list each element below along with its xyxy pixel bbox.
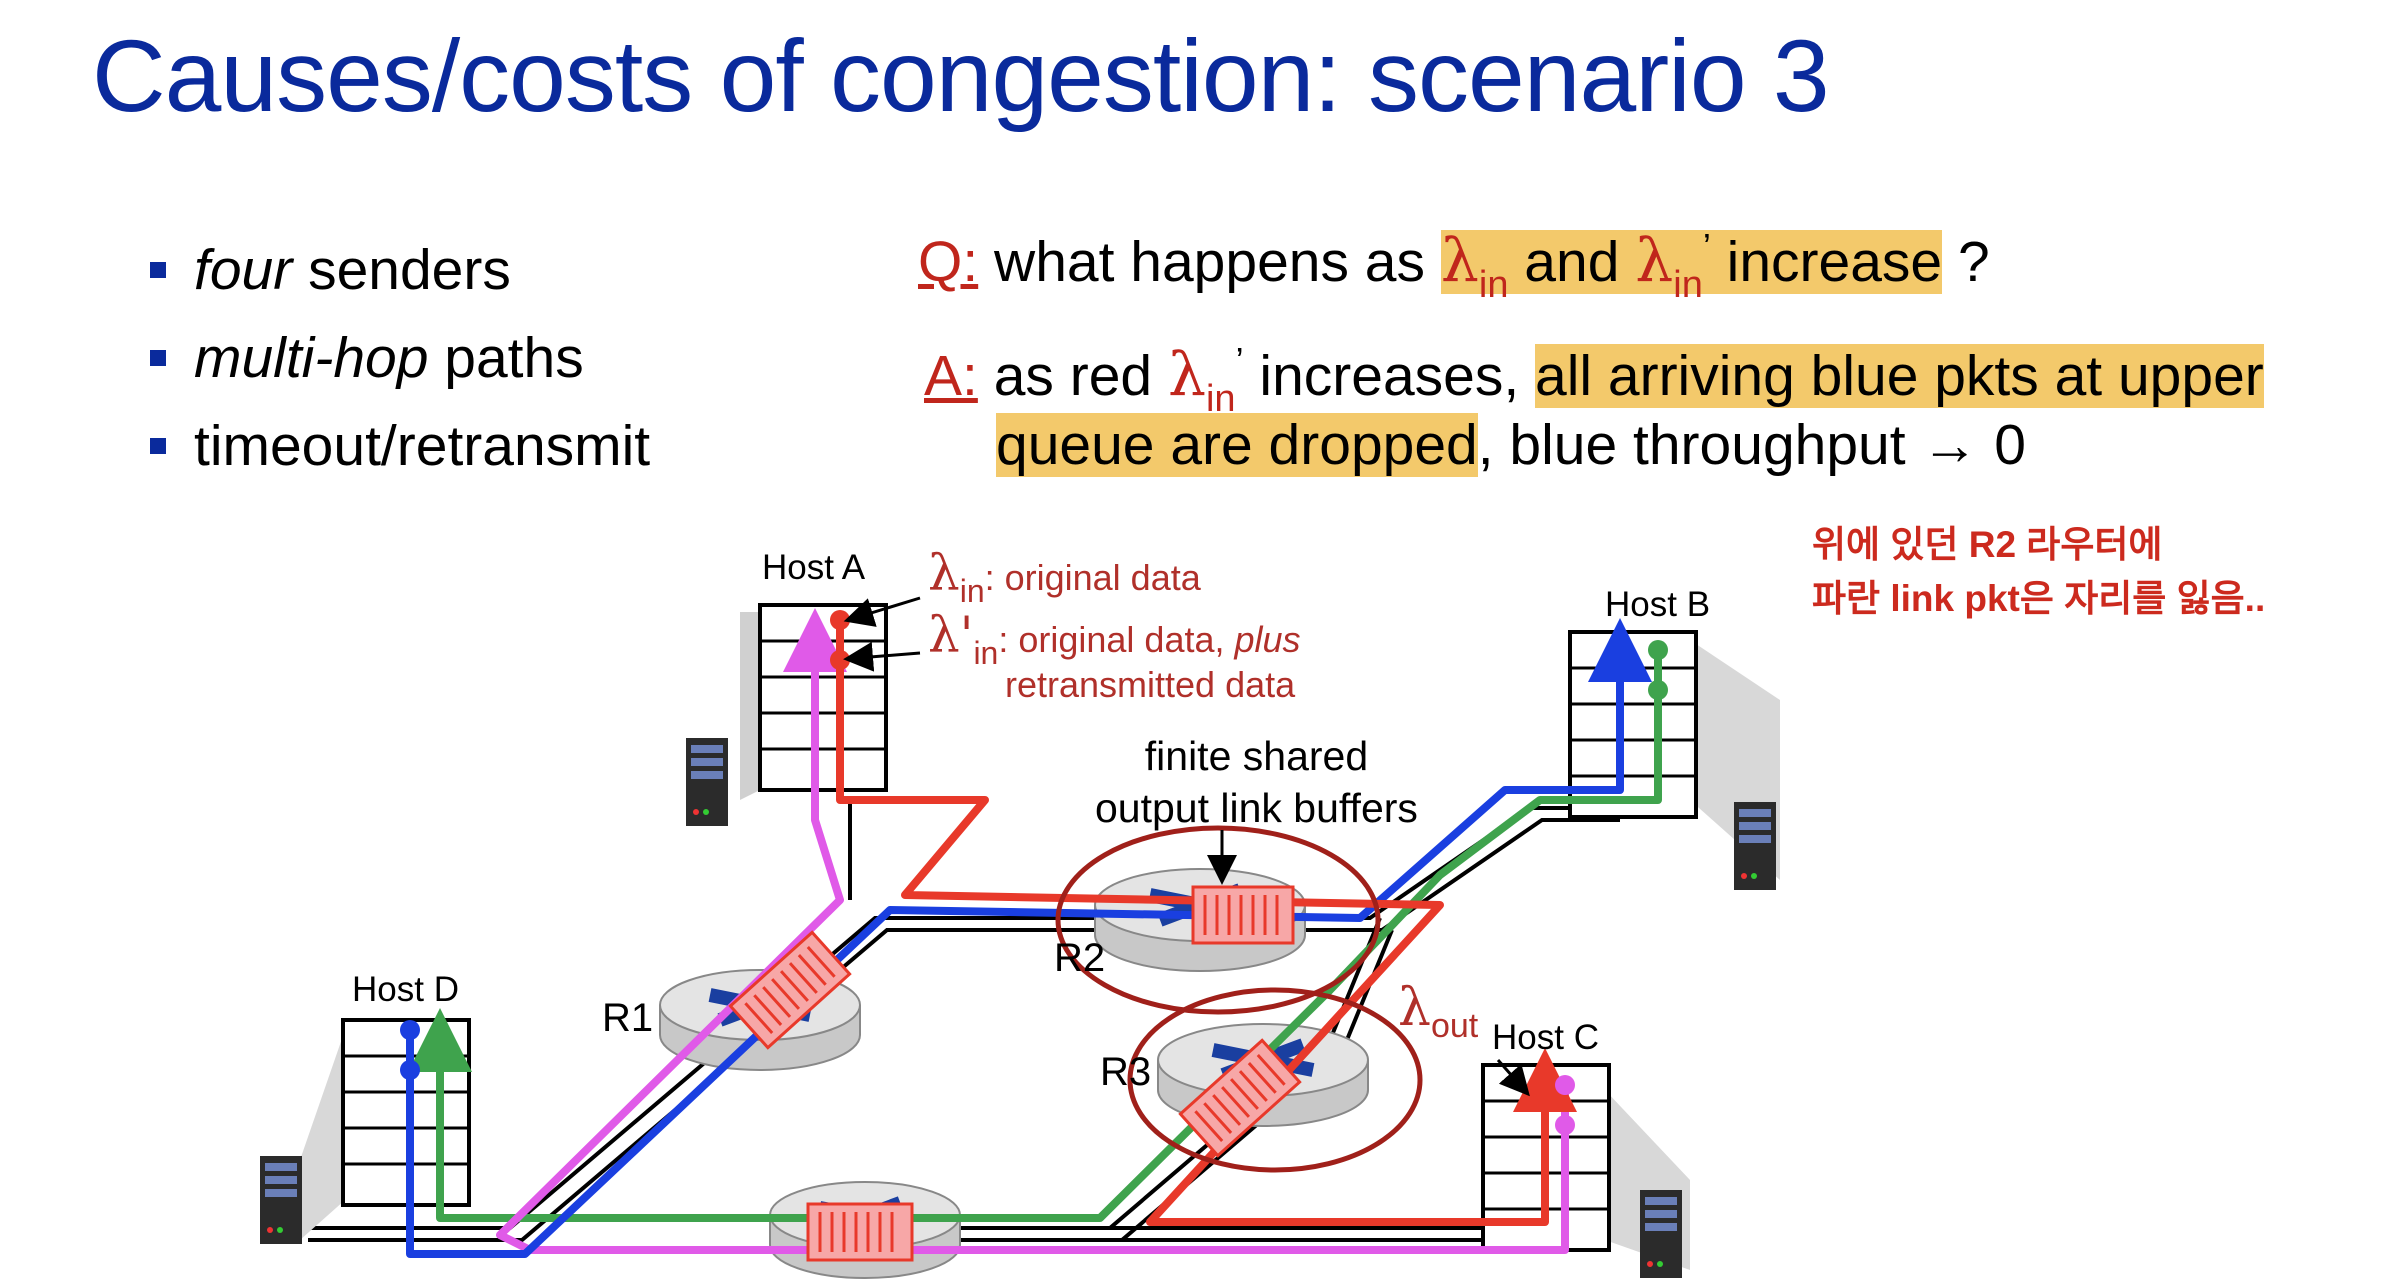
- buffer-r3: [1178, 1038, 1302, 1158]
- bullet-item: multi-hop paths: [150, 314, 650, 402]
- lambda-subscript: out: [1430, 1007, 1479, 1045]
- bullet-square-icon: [150, 350, 166, 366]
- answer-text: , blue throughput → 0: [1477, 413, 2026, 477]
- lambda-prime-symbol: λ': [928, 606, 974, 664]
- bullet-emphasis: four: [194, 238, 293, 302]
- buffer-r2: [1191, 885, 1295, 945]
- lambda-in-prime-annotation: λ'in: original data, plus: [928, 606, 1301, 671]
- congestion-circle-r2: [1055, 825, 1381, 1015]
- lambda-subscript: in: [1673, 264, 1703, 306]
- host-b-label: Host B: [1605, 585, 1711, 624]
- pointer-arrows: [843, 596, 1530, 1097]
- question-and: and: [1508, 230, 1636, 294]
- korean-note: 위에 있던 R2 라우터에 파란 link pkt은 자리를 잃음..: [1812, 518, 2265, 626]
- buffer-r1: [728, 930, 852, 1050]
- flows: [406, 608, 1662, 1258]
- answer-line-2: queue are dropped, blue throughput → 0: [996, 412, 2026, 478]
- router-r2-label: R2: [1054, 936, 1106, 980]
- answer-highlight: queue are dropped: [996, 413, 1478, 477]
- lambda-in-annotation: λin: original data: [928, 544, 1201, 609]
- lambda-symbol: λ: [928, 544, 960, 602]
- bullet-item: timeout/retransmit: [150, 402, 650, 490]
- question-end: ?: [1942, 230, 1990, 294]
- answer-text: as red: [977, 344, 1168, 408]
- bullet-square-icon: [150, 262, 166, 278]
- answer-highlight: all arriving blue pkts at upper: [1535, 344, 2264, 408]
- lambda-out-annotation: λout: [1398, 978, 1478, 1045]
- lambda-in-prime-desc: : original data,: [998, 619, 1235, 660]
- lambda-symbol: λ: [1167, 340, 1206, 410]
- bullet-text: senders: [292, 238, 511, 302]
- server-icon: [1640, 1190, 1682, 1278]
- red-flow: [836, 620, 1577, 1226]
- korean-note-line: 위에 있던 R2 라우터에: [1812, 524, 2163, 565]
- lambda-in-prime-annotation-line2: retransmitted data: [1005, 664, 1296, 705]
- router-r1-label: R1: [602, 996, 654, 1040]
- congestion-circle-r3: [1127, 987, 1423, 1173]
- bullet-text: paths: [428, 326, 584, 390]
- korean-note-line: 파란 link pkt은 자리를 잃음..: [1812, 578, 2266, 619]
- buffer-bottom: [806, 1202, 914, 1262]
- bullet-text: timeout/retransmit: [194, 414, 651, 478]
- lambda-in-desc: : original data: [984, 557, 1201, 598]
- answer-label: A:: [924, 344, 978, 408]
- router-r3-label: R3: [1100, 1050, 1152, 1094]
- lambda-subscript: in: [973, 635, 999, 671]
- answer-line-1: A: as red λin’ increases, all arriving b…: [924, 340, 2264, 420]
- bullet-square-icon: [150, 438, 166, 454]
- bullet-emphasis: multi-hop: [194, 326, 429, 390]
- lambda-symbol: λ: [1440, 226, 1479, 296]
- server-icon: [260, 1156, 302, 1244]
- slide-title: Causes/costs of congestion: scenario 3: [92, 19, 1830, 133]
- lambda-symbol: λ: [1635, 226, 1674, 296]
- bullet-item: four senders: [150, 226, 650, 314]
- question-increase: increase: [1710, 230, 1943, 294]
- host-a-label: Host A: [762, 548, 866, 587]
- server-icon: [686, 738, 728, 826]
- bullet-list: four senders multi-hop paths timeout/ret…: [150, 226, 650, 490]
- lambda-prime: ’: [1235, 340, 1244, 381]
- question-label: Q:: [918, 230, 979, 294]
- host-d-label: Host D: [352, 970, 459, 1009]
- blue-flow: [406, 618, 1652, 1258]
- lambda-prime: ’: [1702, 226, 1711, 267]
- buffers-label-line: finite shared: [1144, 733, 1369, 779]
- answer-text: increases,: [1243, 344, 1536, 408]
- buffers-label: finite shared output link buffers: [1095, 730, 1418, 834]
- lambda-subscript: in: [1478, 264, 1509, 306]
- lambda-subscript: in: [959, 573, 985, 609]
- magenta-flow: [496, 608, 1569, 1254]
- server-icon: [1734, 802, 1776, 890]
- green-flow: [408, 650, 1662, 1222]
- question-text: what happens as: [978, 230, 1441, 294]
- lambda-in-prime-plus: plus: [1234, 619, 1301, 660]
- lambda-symbol: λ: [1398, 978, 1431, 1038]
- host-c-label: Host C: [1492, 1018, 1599, 1057]
- question-highlight: λin and λin’ increase: [1440, 226, 1943, 306]
- question-line: Q: what happens as λin and λin’ increase…: [918, 226, 1990, 306]
- buffers-label-line: output link buffers: [1095, 785, 1418, 831]
